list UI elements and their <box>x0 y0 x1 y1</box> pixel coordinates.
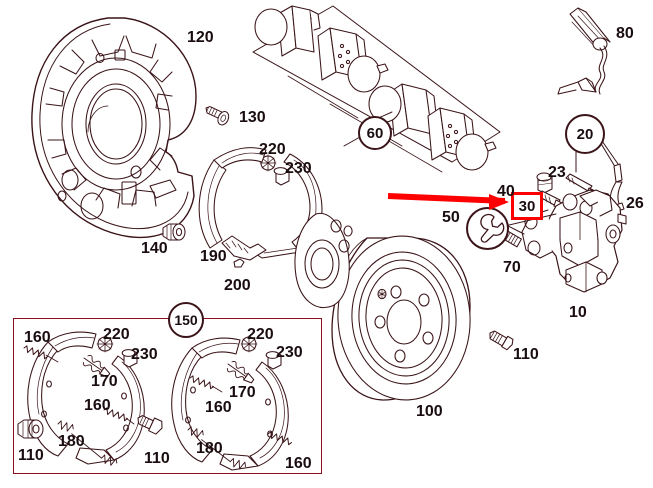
highlighted-callout-30[interactable]: 30 <box>511 192 543 220</box>
plug-110-left-b <box>137 415 163 435</box>
callout-number: 60 <box>366 124 384 142</box>
callout-label-190: 190 <box>200 248 227 265</box>
part-holddown-220-middle <box>259 154 277 172</box>
callout-label-230-middle: 230 <box>285 160 312 177</box>
part-hub-fragment <box>294 212 353 308</box>
callout-label-160-left-b: 160 <box>84 397 111 414</box>
callout-label-230-left: 230 <box>131 346 158 363</box>
cup-230-right <box>265 351 282 370</box>
part-caliper-10 <box>507 189 627 293</box>
part-brake-pads-60 <box>252 5 501 173</box>
part-brake-disc-100 <box>331 235 471 401</box>
callout-label-110-left-b: 110 <box>144 450 170 467</box>
part-cup-230-middle <box>273 167 290 186</box>
callout-label-23: 23 <box>548 164 566 181</box>
wrench-icon-circle-50[interactable] <box>466 207 509 250</box>
holddown-spring-220-left <box>96 335 114 353</box>
part-abs-sensor-80 <box>557 7 611 95</box>
part-bush-40 <box>536 172 553 194</box>
callout-number: 30 <box>518 197 536 215</box>
callout-label-40: 40 <box>497 183 515 200</box>
callout-circle-150[interactable]: 150 <box>168 302 204 338</box>
part-bolt-130 <box>201 102 232 128</box>
callout-label-200: 200 <box>224 277 251 294</box>
callout-label-160-left-a: 160 <box>24 329 51 346</box>
callout-label-120: 120 <box>187 29 214 46</box>
plug-110-left-a <box>17 419 44 439</box>
part-parkbrake-shoes-middle <box>198 147 323 268</box>
callout-label-160-right-a: 160 <box>205 399 232 416</box>
callout-circle-60[interactable]: 60 <box>358 116 392 150</box>
cup-230-left <box>121 349 138 368</box>
callout-label-100: 100 <box>416 403 443 420</box>
group-frame-150 <box>13 318 322 474</box>
parking-brake-kit-left <box>17 331 163 466</box>
part-bolt-110-disc <box>489 330 514 351</box>
callout-label-220-middle: 220 <box>259 141 286 158</box>
callout-label-130: 130 <box>239 109 266 126</box>
callout-label-110-disc: 110 <box>513 346 539 363</box>
callout-number: 20 <box>576 125 594 143</box>
callout-label-70: 70 <box>503 259 521 276</box>
callout-label-10: 10 <box>569 304 587 321</box>
callout-label-180-left: 180 <box>58 433 85 450</box>
callout-label-80: 80 <box>616 25 634 42</box>
parking-brake-kit-right <box>171 335 294 471</box>
callout-number: 150 <box>174 312 198 328</box>
callout-label-50: 50 <box>442 209 460 226</box>
callout-label-170-left: 170 <box>91 373 118 390</box>
callout-circle-20[interactable]: 20 <box>565 114 605 154</box>
callout-label-110-left-a: 110 <box>18 447 44 464</box>
callout-label-180-right: 180 <box>196 440 223 457</box>
part-backing-plate-120 <box>31 17 197 239</box>
wrench-icon <box>480 213 505 243</box>
callout-label-220-right: 220 <box>247 326 274 343</box>
callout-label-160-right-b: 160 <box>285 455 312 472</box>
callout-label-230-right: 230 <box>276 344 303 361</box>
part-plug-140 <box>162 223 186 241</box>
holddown-spring-220-right <box>240 335 258 353</box>
callout-label-26: 26 <box>626 195 644 212</box>
callout-label-220-left: 220 <box>103 326 130 343</box>
callout-label-170-right: 170 <box>229 384 256 401</box>
callout-label-140: 140 <box>141 240 168 257</box>
